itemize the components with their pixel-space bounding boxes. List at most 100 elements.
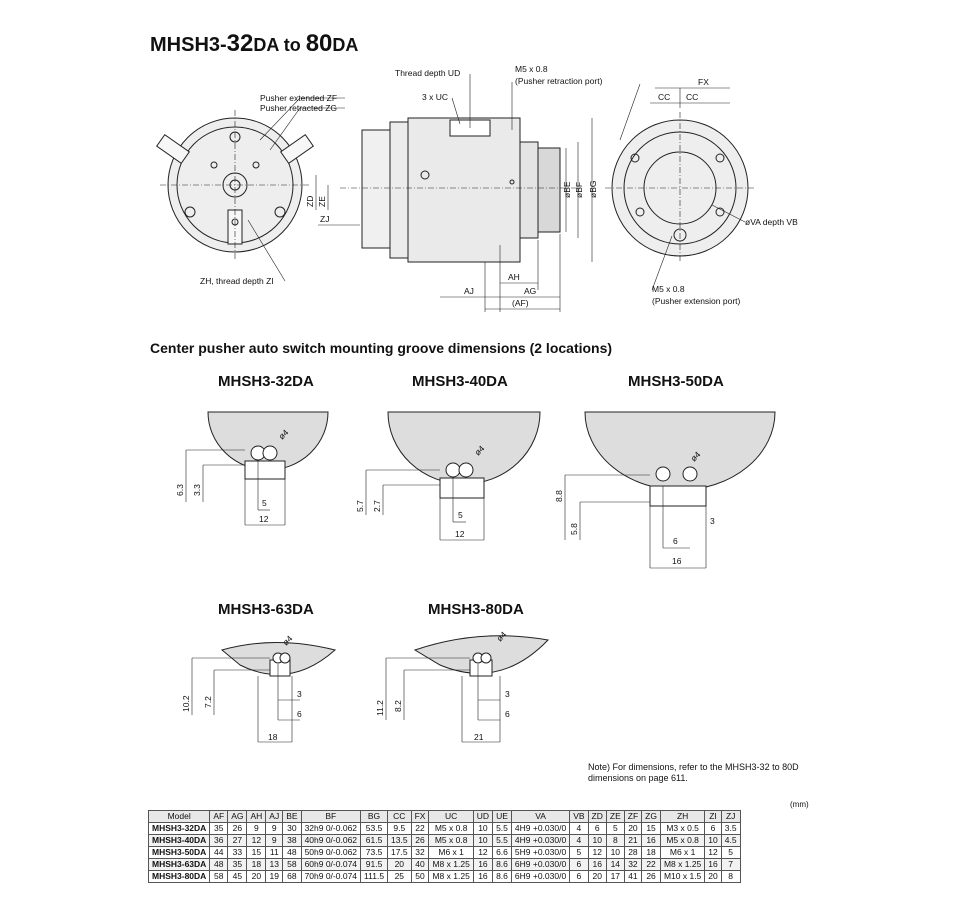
groove-dim-w1: 3 — [297, 689, 302, 699]
column-header: ZF — [623, 810, 643, 823]
groove-details-drawing: 6.3 3.3 5 12 ø4 5.7 2.7 5 12 ø4 8.8 5.8 … — [175, 411, 776, 743]
table-cell: 9 — [246, 822, 267, 835]
column-header: VB — [569, 810, 589, 823]
table-cell: 4.5 — [720, 834, 741, 847]
table-cell: 5 — [605, 822, 625, 835]
ag-label: AG — [524, 286, 536, 296]
table-cell: 32 — [623, 858, 643, 871]
table-cell: 17 — [605, 870, 625, 883]
table-cell: 48 — [209, 858, 229, 871]
zh-thread-label: ZH, thread depth ZI — [200, 276, 274, 286]
table-cell: M5 x 0.8 — [428, 822, 474, 835]
table-cell: 6H9 +0.030/0 — [510, 858, 571, 871]
table-cell: 21 — [623, 834, 643, 847]
table-cell: 40h9 0/-0.062 — [300, 834, 362, 847]
table-cell: 9.5 — [387, 822, 412, 835]
column-header: VA — [510, 810, 571, 823]
ah-label: AH — [508, 272, 520, 282]
table-cell: 6 — [704, 822, 722, 835]
table-cell: 26 — [641, 870, 661, 883]
table-cell: 58 — [209, 870, 229, 883]
column-header: ZI — [704, 810, 722, 823]
groove-dim-h1: 6.3 — [175, 484, 185, 496]
groove-dim-h2: 2.7 — [372, 500, 382, 512]
column-header: ZD — [587, 810, 607, 823]
table-cell: 16 — [472, 858, 494, 871]
table-cell: 58 — [282, 858, 302, 871]
groove-dim-w3: 3 — [710, 516, 715, 526]
table-cell: 5.5 — [492, 834, 512, 847]
table-cell: 12 — [587, 846, 607, 859]
column-header: UC — [428, 810, 474, 823]
groove-dim-h1: 10.2 — [181, 695, 191, 712]
table-cell: 35 — [227, 858, 248, 871]
column-header: Model — [147, 810, 211, 823]
table-cell: 18 — [641, 846, 661, 859]
groove-dim-w2: 12 — [259, 514, 269, 524]
column-header: CC — [387, 810, 412, 823]
table-cell: 30 — [282, 822, 302, 835]
table-cell: 61.5 — [360, 834, 389, 847]
thread-depth-ud-label: Thread depth UD — [395, 68, 460, 78]
pusher-retracted-label: Pusher retracted ZG — [260, 103, 337, 113]
groove-dim-h1: 11.2 — [375, 700, 385, 716]
table-cell: 6 — [569, 870, 589, 883]
table-cell: 50 — [410, 870, 430, 883]
groove-dim-h1: 8.8 — [554, 490, 564, 502]
table-cell: 5H9 +0.030/0 — [510, 846, 571, 859]
groove-dim-h2: 7.2 — [203, 696, 213, 708]
table-cell: 17.5 — [387, 846, 412, 859]
column-header: UD — [472, 810, 494, 823]
table-cell: 13 — [265, 858, 284, 871]
table-cell: 19 — [265, 870, 284, 883]
table-cell: 44 — [209, 846, 229, 859]
table-cell: 36 — [209, 834, 229, 847]
zd-label: ZD — [305, 196, 315, 207]
table-cell: 68 — [282, 870, 302, 883]
table-cell: 11 — [265, 846, 284, 859]
table-cell: 20 — [623, 822, 643, 835]
table-cell: M6 x 1 — [659, 846, 706, 859]
table-cell: 50h9 0/-0.062 — [300, 846, 362, 859]
groove-dim-w1: 5 — [458, 510, 463, 520]
table-cell: MHSH3-80DA — [147, 870, 211, 883]
fx-label: FX — [698, 77, 709, 87]
groove-dim-w2: 12 — [455, 529, 465, 539]
groove-dim-h2: 5.8 — [569, 523, 579, 535]
table-cell: 20 — [587, 870, 607, 883]
groove-dim-h1: 5.7 — [355, 500, 365, 512]
obg-label: øBG — [588, 181, 598, 198]
table-cell: 9 — [265, 822, 284, 835]
table-cell: 3.5 — [720, 822, 741, 835]
table-cell: 53.5 — [360, 822, 389, 835]
table-cell: 45 — [227, 870, 248, 883]
table-cell: 14 — [605, 858, 625, 871]
table-header-row: Model AF AG AH AJ BE BF BG CC FX UC UD U… — [147, 810, 741, 823]
table-cell: M6 x 1 — [428, 846, 474, 859]
groove-dim-h2: 3.3 — [192, 484, 202, 496]
m5-top-label: M5 x 0.8 — [515, 64, 548, 74]
table-cell: 4H9 +0.030/0 — [510, 822, 571, 835]
ova-label: øVA depth VB — [745, 217, 798, 227]
pusher-extension-port-label: (Pusher extension port) — [652, 296, 741, 306]
table-cell: 20 — [246, 870, 267, 883]
groove-dim-w3: 21 — [474, 732, 484, 742]
table-cell: M10 x 1.5 — [659, 870, 706, 883]
table-cell: 10 — [587, 834, 607, 847]
groove-model-label: MHSH3-80DA — [428, 601, 524, 618]
groove-model-label: MHSH3-40DA — [412, 373, 508, 390]
table-cell: 70h9 0/-0.074 — [300, 870, 362, 883]
af-label: (AF) — [512, 298, 529, 308]
table-cell: M3 x 0.5 — [659, 822, 706, 835]
column-header: BG — [360, 810, 389, 823]
groove-dim-w1: 6 — [673, 536, 678, 546]
table-cell: 91.5 — [360, 858, 389, 871]
table-cell: 9 — [265, 834, 284, 847]
table-cell: M8 x 1.25 — [428, 870, 474, 883]
column-header: UE — [492, 810, 512, 823]
table-cell: M5 x 0.8 — [428, 834, 474, 847]
table-cell: 25 — [387, 870, 412, 883]
table-cell: MHSH3-50DA — [147, 846, 211, 859]
